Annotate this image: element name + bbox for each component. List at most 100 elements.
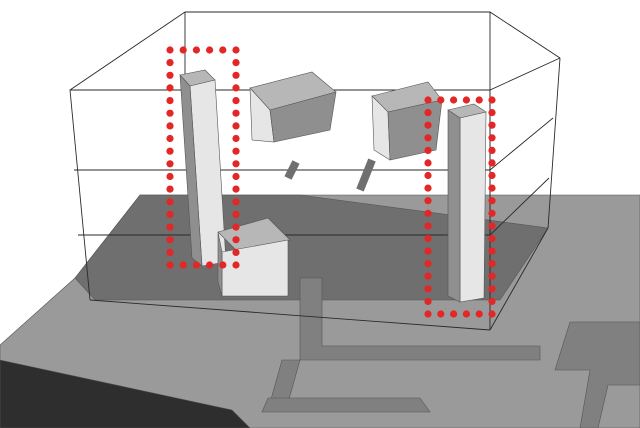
highlight-dot — [206, 46, 214, 54]
highlight-dot — [166, 109, 174, 117]
highlight-dot — [424, 285, 432, 293]
highlight-dot — [424, 171, 432, 180]
highlight-dot — [219, 46, 227, 54]
highlight-dot — [232, 223, 240, 231]
highlight-dot — [488, 209, 496, 217]
highlight-dot — [192, 46, 200, 54]
left-highlight — [166, 46, 240, 269]
highlight-dot — [488, 146, 496, 154]
connector-lines — [284, 158, 376, 192]
highlight-dot — [166, 46, 174, 54]
highlight-dot — [166, 261, 174, 269]
highlight-dot — [462, 96, 470, 104]
highlight-dot — [166, 198, 174, 206]
highlight-dot — [488, 197, 496, 205]
highlight-dot — [488, 109, 496, 117]
highlight-dot — [488, 96, 496, 104]
highlight-dot — [232, 84, 240, 92]
highlight-dot — [424, 96, 432, 104]
highlights — [166, 46, 496, 318]
highlight-dot — [424, 209, 432, 217]
highlight-dot — [166, 71, 174, 79]
highlight-dot — [424, 159, 432, 167]
highlight-dot — [166, 122, 174, 130]
highlight-dot — [475, 310, 483, 318]
ground-paths — [261, 277, 541, 413]
highlight-dot — [424, 222, 432, 230]
highlight-dot — [179, 46, 187, 54]
highlight-dot — [166, 97, 174, 105]
highlight-dot — [232, 97, 240, 105]
highlight-dot — [488, 159, 496, 167]
highlight-dot — [462, 310, 470, 318]
highlight-dot — [166, 172, 174, 181]
highlight-dot — [488, 171, 496, 180]
highlight-dot — [437, 96, 445, 104]
highlight-dot — [166, 248, 174, 256]
highlight-dot — [488, 297, 496, 305]
highlight-dot — [488, 121, 496, 129]
highlight-dot — [424, 109, 432, 117]
highlight-dot — [232, 185, 240, 193]
highlight-dot — [450, 310, 458, 318]
highlight-dot — [166, 134, 174, 143]
right-pillar — [447, 103, 487, 303]
highlight-dot — [488, 285, 496, 293]
highlight-dot — [424, 247, 432, 255]
highlight-dot — [166, 84, 174, 92]
highlight-dot — [192, 261, 200, 269]
highlight-dot — [488, 272, 496, 280]
highlight-dot — [219, 261, 227, 269]
highlight-dot — [488, 184, 496, 192]
highlight-dot — [424, 184, 432, 192]
left-cube-upper — [249, 71, 337, 143]
highlight-dot — [232, 210, 240, 218]
highlight-dot — [450, 96, 458, 104]
highlight-dot — [488, 134, 496, 142]
highlight-dot — [437, 310, 445, 318]
right-highlight — [424, 96, 496, 318]
highlight-dot — [166, 147, 174, 155]
highlight-dot — [166, 236, 174, 244]
highlight-dot — [424, 134, 432, 142]
ground-front-edge — [0, 359, 251, 428]
left-pillar — [179, 69, 227, 267]
highlight-dot — [232, 46, 240, 54]
highlight-dot — [232, 59, 240, 67]
left-cube-lower — [217, 217, 291, 297]
highlight-dot — [232, 261, 240, 269]
highlight-dot — [424, 146, 432, 154]
highlight-dot — [232, 71, 240, 79]
highlight-dot — [488, 310, 496, 318]
highlight-dot — [232, 198, 240, 206]
path-lower — [261, 397, 431, 413]
highlight-dot — [488, 247, 496, 255]
highlight-dot — [232, 122, 240, 130]
highlight-dot — [166, 210, 174, 218]
highlight-dot — [179, 261, 187, 269]
highlight-dot — [424, 297, 432, 305]
highlight-dot — [424, 260, 432, 268]
highlight-dot — [488, 222, 496, 230]
highlight-dot — [232, 248, 240, 256]
highlight-dot — [488, 260, 496, 268]
highlight-dot — [166, 59, 174, 67]
highlight-dot — [232, 172, 240, 181]
highlight-dot — [424, 310, 432, 318]
highlight-dot — [166, 223, 174, 231]
highlight-dot — [232, 236, 240, 244]
highlight-dot — [424, 121, 432, 129]
highlight-dot — [166, 160, 174, 168]
highlight-dot — [424, 272, 432, 280]
highlight-dot — [232, 134, 240, 143]
highlight-dot — [475, 96, 483, 104]
highlight-dot — [232, 147, 240, 155]
highlight-dot — [166, 185, 174, 193]
highlight-dot — [232, 160, 240, 168]
highlight-dot — [424, 234, 432, 243]
highlight-dot — [206, 261, 214, 269]
highlight-dot — [232, 109, 240, 117]
ground-right-panel — [554, 321, 640, 428]
right-cube-upper — [371, 81, 443, 161]
